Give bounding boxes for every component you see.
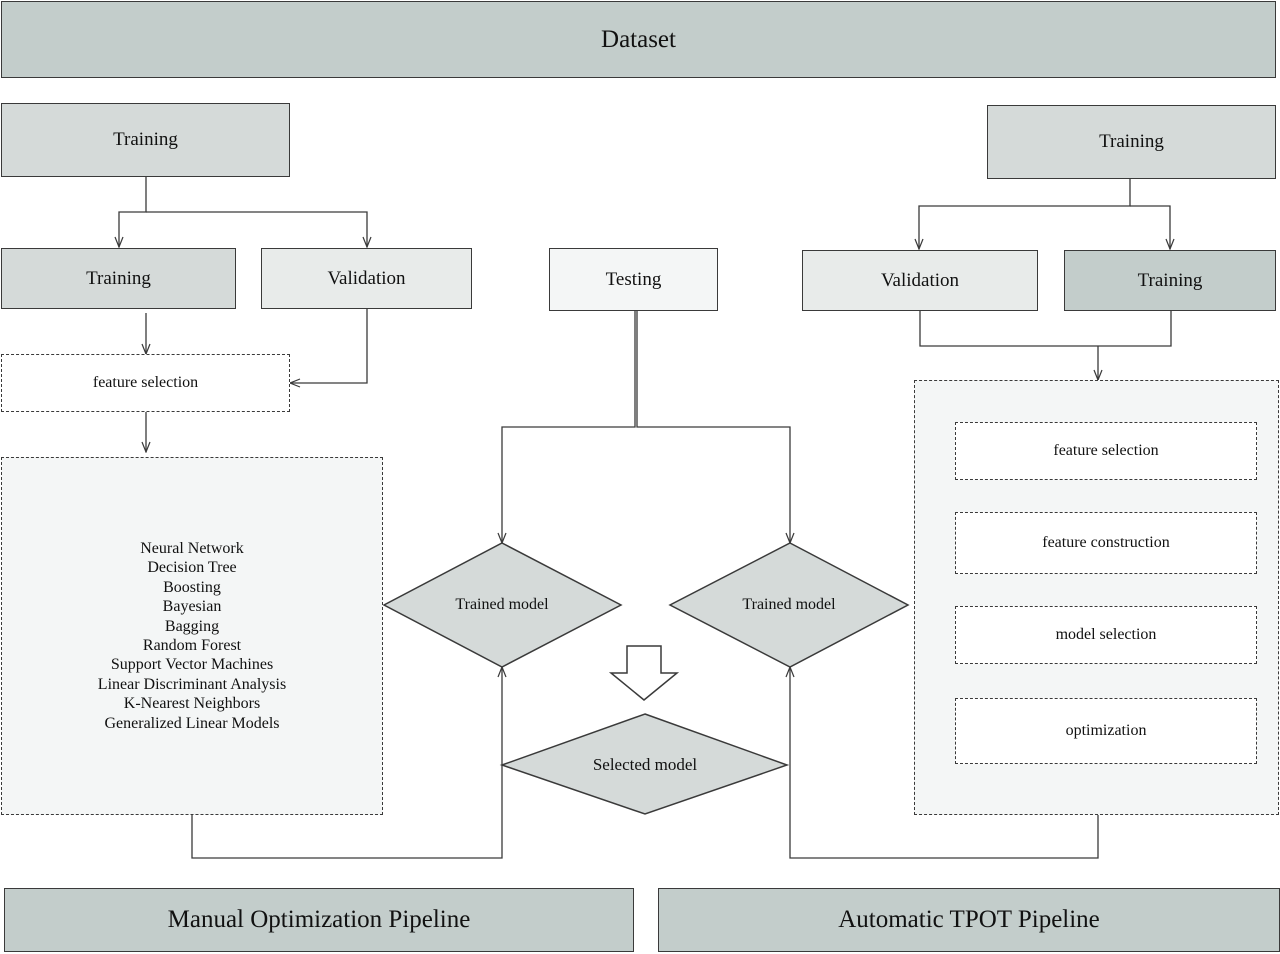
arrow-training-split	[119, 177, 147, 247]
tpot-step-feature-construction: feature construction	[955, 512, 1257, 574]
auto-validation-box: Validation	[802, 250, 1038, 311]
trained-model-left-shape	[382, 542, 623, 668]
tpot-step-label: optimization	[1065, 722, 1147, 739]
manual-pipeline-label: Manual Optimization Pipeline	[167, 906, 471, 933]
arrow-auto-to-trained	[790, 667, 1099, 859]
manual-validation-box: Validation	[261, 248, 472, 309]
trained-model-right-label: Trained model	[742, 596, 836, 613]
manual-training-top-box: Training	[1, 103, 290, 177]
model-item: Boosting	[163, 578, 221, 596]
manual-pipeline-box: Manual Optimization Pipeline	[4, 888, 634, 952]
auto-training-label: Training	[1137, 269, 1203, 291]
manual-feature-selection-box: feature selection	[1, 354, 290, 412]
model-item: Support Vector Machines	[110, 656, 274, 674]
model-item: Neural Network	[140, 539, 244, 557]
arrow-auto-training-split	[919, 179, 1131, 249]
model-item: K-Nearest Neighbors	[123, 695, 261, 713]
arrow-auto-merge	[919, 311, 1172, 347]
selected-model-shape	[499, 713, 790, 815]
selected-model-label: Selected model	[592, 755, 698, 774]
manual-training-top-label: Training	[113, 129, 178, 150]
testing-label: Testing	[605, 268, 662, 290]
tpot-step-label: feature construction	[1042, 534, 1170, 551]
automatic-pipeline-box: Automatic TPOT Pipeline	[658, 888, 1280, 952]
auto-training-box: Training	[1064, 250, 1276, 311]
manual-training-label: Training	[86, 267, 151, 289]
dataset-label: Dataset	[601, 25, 676, 53]
auto-training-top-box: Training	[987, 105, 1276, 179]
model-item: Decision Tree	[147, 559, 237, 577]
model-list-box: Neural Network Decision Tree Boosting Ba…	[1, 457, 383, 815]
tpot-step-optimization: optimization	[955, 698, 1257, 764]
dataset-box: Dataset	[1, 1, 1276, 78]
auto-training-top-label: Training	[1099, 131, 1164, 152]
down-arrow-icon	[608, 645, 680, 701]
model-item: Generalized Linear Models	[104, 714, 280, 732]
arrow-testing-split	[502, 311, 636, 543]
arrow-models-to-trained	[191, 667, 502, 859]
tpot-step-label: model selection	[1055, 626, 1157, 643]
manual-feature-selection-label: feature selection	[92, 374, 199, 391]
manual-training-box: Training	[1, 248, 236, 309]
model-item: Bayesian	[162, 598, 222, 616]
trained-model-right-shape	[668, 542, 910, 668]
model-list: Neural Network Decision Tree Boosting Ba…	[98, 539, 286, 733]
testing-box: Testing	[549, 248, 718, 311]
auto-validation-label: Validation	[880, 269, 960, 291]
model-item: Bagging	[164, 617, 220, 635]
model-item: Random Forest	[142, 637, 242, 654]
tpot-step-feature-selection: feature selection	[955, 422, 1257, 480]
trained-model-left-label: Trained model	[455, 596, 549, 613]
model-item: Linear Discriminant Analysis	[97, 675, 287, 693]
automatic-pipeline-label: Automatic TPOT Pipeline	[838, 906, 1100, 933]
manual-validation-label: Validation	[327, 267, 406, 289]
tpot-step-model-selection: model selection	[955, 606, 1257, 664]
tpot-step-label: feature selection	[1053, 442, 1159, 459]
arrow-validation-to-fs	[290, 309, 368, 383]
